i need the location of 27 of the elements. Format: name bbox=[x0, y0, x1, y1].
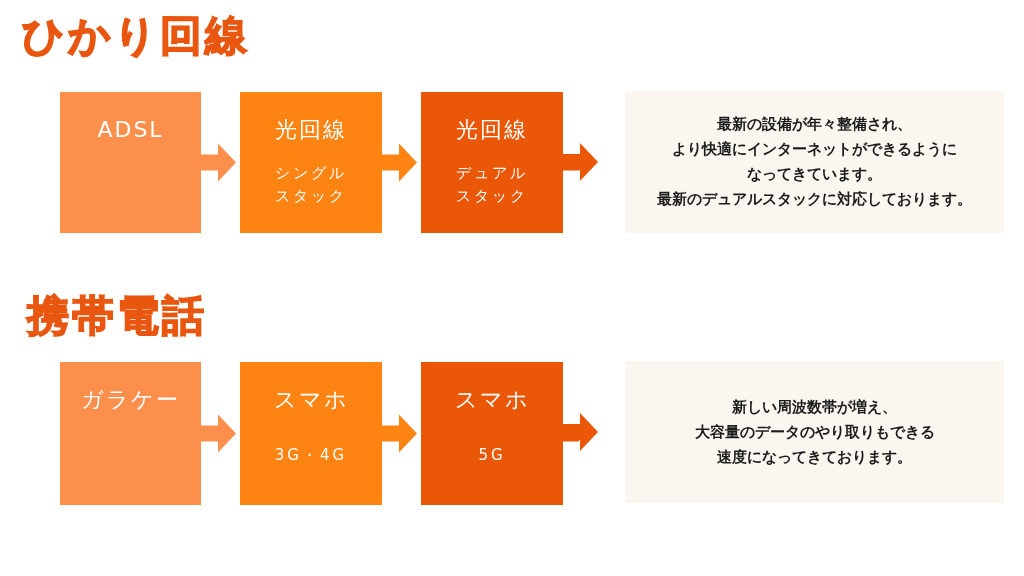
stage-box bbox=[240, 362, 382, 505]
block-arrow bbox=[563, 413, 598, 451]
block-arrow bbox=[563, 143, 598, 181]
stage-subtitle: 3G・4G bbox=[273, 445, 349, 466]
block-arrow bbox=[382, 414, 417, 453]
stage-box bbox=[421, 362, 563, 505]
block-arrow bbox=[201, 143, 236, 182]
stage-title: 光回線 bbox=[275, 116, 347, 144]
stage-title: スマホ bbox=[454, 386, 530, 414]
stage-title: ガラケー bbox=[81, 386, 180, 414]
stage-subtitle: 5G bbox=[477, 445, 507, 466]
stage-box bbox=[60, 362, 201, 505]
stage-subtitle: デュアルスタック bbox=[455, 163, 529, 207]
note-text: 最新の設備が年々整備され、より快適にインターネットができるようになってきています。 bbox=[671, 114, 958, 185]
note-text: 新しい周波数帯が増え、大容量のデータのやり取りもできる速度になってきております。 bbox=[693, 396, 936, 468]
section-heading: 携帯電話 bbox=[27, 292, 207, 340]
stage-title: ADSL bbox=[97, 116, 164, 144]
stage-title: スマホ bbox=[273, 386, 349, 414]
stage-title: 光回線 bbox=[456, 116, 528, 144]
stage-subtitle: シングルスタック bbox=[274, 163, 348, 207]
stage-box bbox=[240, 92, 382, 233]
stage-box bbox=[60, 92, 201, 233]
block-arrow bbox=[201, 414, 236, 453]
section-heading: ひかり回線 bbox=[22, 12, 250, 60]
block-arrow bbox=[382, 143, 417, 182]
note-text: 最新のデュアルスタックに対応しております。 bbox=[656, 189, 973, 210]
stage-box bbox=[421, 92, 563, 233]
